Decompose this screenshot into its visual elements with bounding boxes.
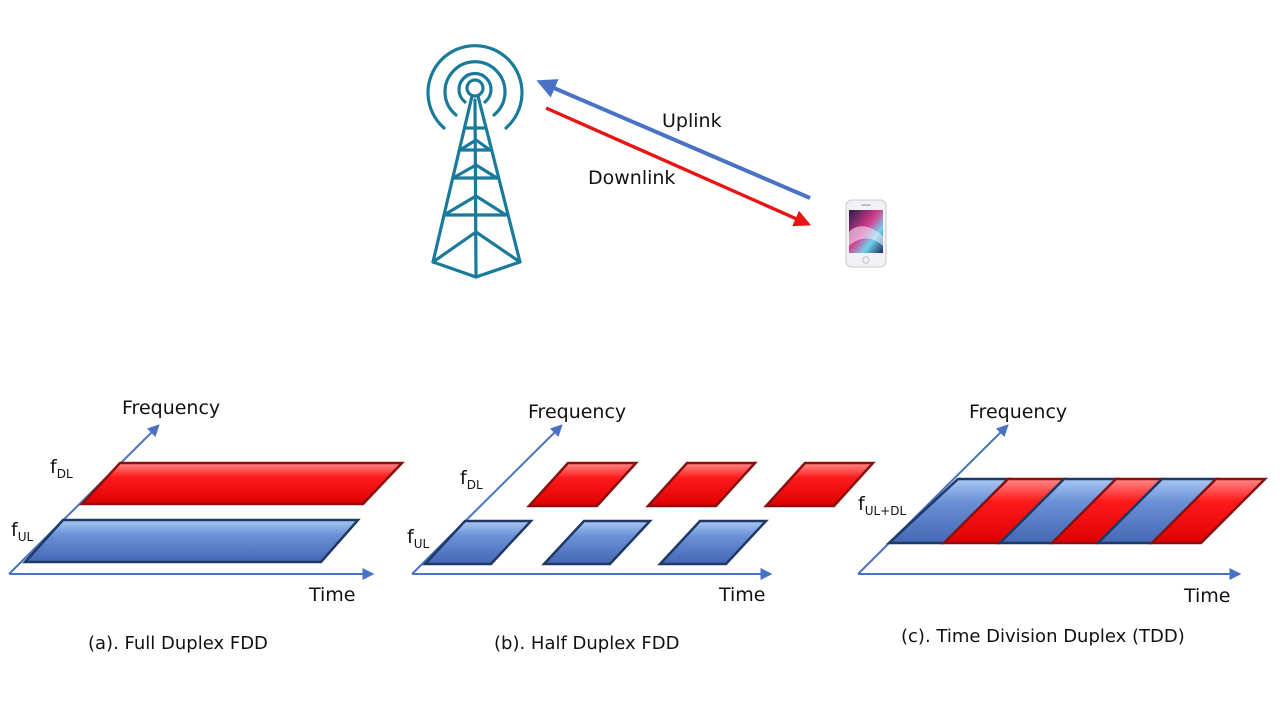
f-ul-dl-label: fUL+DL — [858, 493, 906, 518]
tdd-diagram: Frequency Time fUL+DL (c). Time Division… — [857, 401, 1269, 647]
downlink-block — [763, 461, 876, 508]
f-ul-label: fUL — [407, 526, 429, 551]
frequency-label: Frequency — [969, 401, 1067, 423]
downlink-slot — [1148, 477, 1269, 545]
uplink-block — [541, 519, 653, 566]
f-dl-label: fDL — [460, 467, 483, 492]
time-label: Time — [308, 584, 356, 606]
downlink-label: Downlink — [588, 167, 675, 189]
f-dl-label: fDL — [50, 456, 73, 481]
smartphone-icon — [845, 199, 887, 268]
frequency-label: Frequency — [528, 401, 626, 423]
caption: (c). Time Division Duplex (TDD) — [901, 626, 1185, 647]
full-fdd-diagram: Frequency Time fDL fUL (a). Full Duplex … — [8, 397, 405, 654]
downlink-band — [79, 461, 405, 506]
half-fdd-diagram: Frequency Time fDL fUL (b). Half Duplex … — [407, 401, 876, 654]
uplink-band — [22, 518, 361, 564]
downlink-arrow — [545, 106, 812, 227]
uplink-label: Uplink — [662, 110, 722, 132]
frequency-axis — [411, 424, 563, 575]
time-label: Time — [718, 584, 766, 606]
f-ul-label: fUL — [11, 519, 33, 544]
caption: (a). Full Duplex FDD — [88, 633, 268, 654]
uplink-arrow — [536, 79, 811, 200]
caption: (b). Half Duplex FDD — [494, 633, 679, 654]
frequency-label: Frequency — [122, 397, 220, 419]
time-label: Time — [1183, 585, 1231, 607]
downlink-block — [526, 461, 639, 508]
downlink-block — [645, 461, 758, 508]
uplink-block — [422, 519, 534, 566]
frequency-axis — [857, 424, 1009, 575]
cell-tower-icon — [426, 44, 524, 279]
frequency-axis — [8, 424, 160, 575]
uplink-block — [657, 519, 769, 566]
